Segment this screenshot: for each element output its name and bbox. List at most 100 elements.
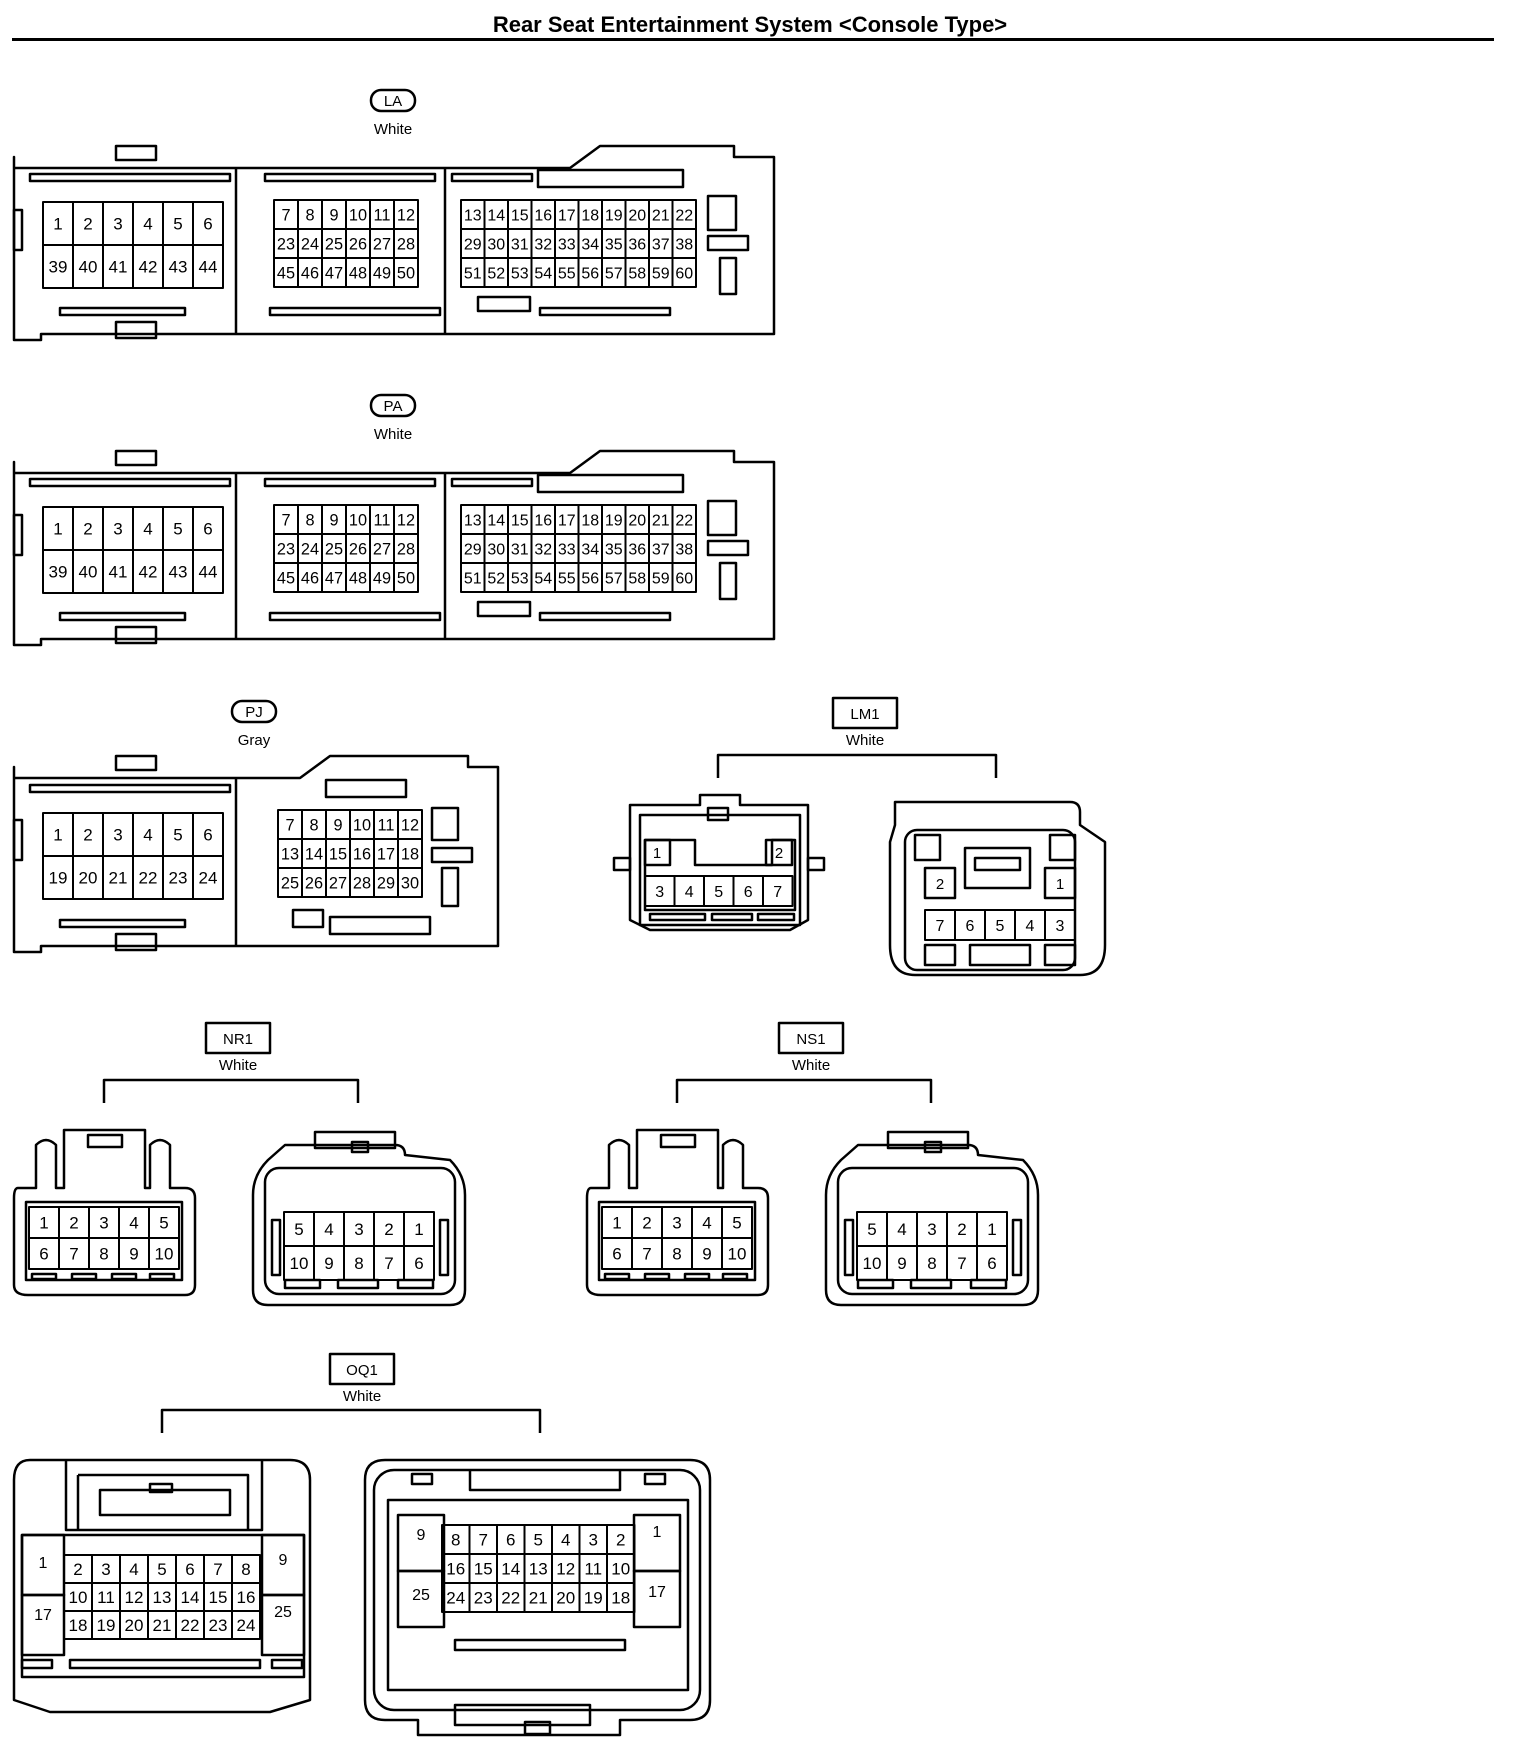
pin-label: 10 xyxy=(611,1560,630,1579)
pin-label: 10 xyxy=(863,1254,882,1273)
pin-label: 2 xyxy=(83,520,92,539)
pin-label: 5 xyxy=(714,884,723,901)
pin-label: 25 xyxy=(325,540,343,558)
pin-label: 11 xyxy=(374,511,391,529)
connector-la-badge xyxy=(369,88,417,113)
pin-label: 25 xyxy=(325,235,343,253)
pin-label: 19 xyxy=(584,1589,603,1608)
pin-label: 49 xyxy=(373,569,391,587)
pin-label: 59 xyxy=(652,570,670,587)
pin-label: 7 xyxy=(957,1254,966,1273)
pin-label: 3 xyxy=(927,1220,936,1239)
pin-label: 3 xyxy=(99,1214,108,1233)
pin-label: 3 xyxy=(655,884,664,901)
pin-label: 3 xyxy=(113,826,122,845)
connector-pj-housing xyxy=(12,754,500,954)
connector-la-label: LA xyxy=(384,93,402,110)
pin-label: 7 xyxy=(773,884,782,901)
oq1-female-pin-25 xyxy=(396,1569,446,1629)
pin-label: 30 xyxy=(487,541,505,558)
pin-label: 8 xyxy=(672,1245,681,1264)
pin-label: 39 xyxy=(49,563,68,582)
pin-label: 7 xyxy=(285,816,294,834)
pin-label: 51 xyxy=(464,570,482,587)
pin-label: 13 xyxy=(529,1560,548,1579)
connector-pa-label: PA xyxy=(384,398,403,415)
pin-label: 5 xyxy=(173,826,182,845)
connector-lm1-bracket xyxy=(716,753,998,778)
pin-label: 47 xyxy=(325,264,343,282)
connector-ns1-badge xyxy=(777,1021,845,1055)
pin-label: 31 xyxy=(511,236,529,253)
pin-label: 30 xyxy=(401,874,419,892)
pin-label: 10 xyxy=(290,1254,309,1273)
pin-label: 4 xyxy=(685,884,694,901)
pin-label: 7 xyxy=(281,511,290,529)
pin-label: 26 xyxy=(349,540,367,558)
pin-label: 4 xyxy=(143,520,152,539)
pin-label: 3 xyxy=(113,520,122,539)
pin-label: 58 xyxy=(628,570,646,587)
pin-label: 18 xyxy=(611,1589,630,1608)
lm1-female-pin-1 xyxy=(1043,866,1077,900)
pin-label: 5 xyxy=(732,1214,741,1233)
pin-label: 7 xyxy=(213,1560,222,1579)
pin-cell xyxy=(721,1237,753,1270)
pin-label: 6 xyxy=(966,918,975,935)
pin-label: 29 xyxy=(464,236,482,253)
pin-label: 1 xyxy=(39,1555,48,1572)
pin-label: 44 xyxy=(199,258,218,277)
connector-pa-color: White xyxy=(374,426,412,443)
pin-label: 14 xyxy=(501,1560,520,1579)
pin-label: 10 xyxy=(69,1588,88,1607)
pin-label: 15 xyxy=(511,207,529,224)
pin-label: 21 xyxy=(153,1616,172,1635)
connector-oq1-badge xyxy=(328,1352,396,1386)
pin-label: 20 xyxy=(79,869,98,888)
pin-label: 28 xyxy=(397,235,415,253)
pin-label: 7 xyxy=(479,1531,488,1550)
pin-label: 38 xyxy=(675,541,693,558)
pin-label: 12 xyxy=(125,1588,144,1607)
connector-ns1-color: White xyxy=(792,1057,830,1074)
pin-label: 20 xyxy=(556,1589,575,1608)
pin-label: 10 xyxy=(728,1245,747,1264)
title-rule xyxy=(12,38,1494,41)
pin-label: 23 xyxy=(209,1616,228,1635)
pin-label: 18 xyxy=(581,512,599,529)
pin-cell xyxy=(231,1610,261,1640)
pin-label: 14 xyxy=(305,845,323,863)
connector-nr1-bracket xyxy=(102,1078,360,1103)
pin-label: 1 xyxy=(653,845,661,862)
pin-label: 3 xyxy=(1056,918,1065,935)
pin-label: 21 xyxy=(109,869,128,888)
pin-label: 48 xyxy=(349,264,367,282)
pin-label: 42 xyxy=(139,563,158,582)
pin-label: 9 xyxy=(324,1254,333,1273)
connector-oq1-label: OQ1 xyxy=(346,1362,378,1379)
pin-label: 15 xyxy=(511,512,529,529)
pin-label: 9 xyxy=(897,1254,906,1273)
pin-cell xyxy=(393,257,419,288)
connector-la-color: White xyxy=(374,121,412,138)
pin-label: 41 xyxy=(109,258,128,277)
connector-pa-badge xyxy=(369,393,417,418)
pin-label: 30 xyxy=(487,236,505,253)
pin-label: 13 xyxy=(153,1588,172,1607)
pin-label: 12 xyxy=(401,816,419,834)
pin-label: 27 xyxy=(373,235,391,253)
pin-label: 2 xyxy=(775,845,783,862)
pin-label: 54 xyxy=(534,570,552,587)
pin-label: 21 xyxy=(652,512,670,529)
pin-cell xyxy=(192,244,224,289)
pin-label: 19 xyxy=(605,512,623,529)
pin-label: 56 xyxy=(581,265,599,282)
